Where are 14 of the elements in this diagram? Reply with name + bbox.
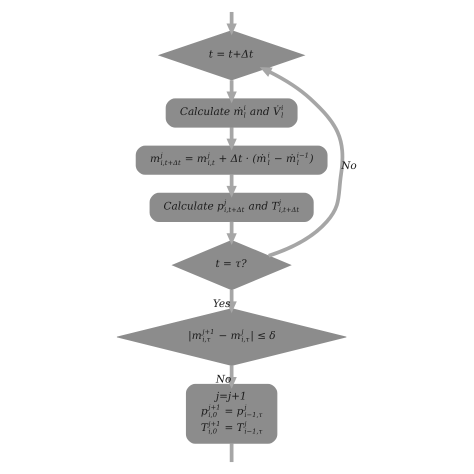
arrow	[226, 80, 237, 104]
arrow	[260, 67, 344, 258]
node-diamond: t = t+Δt	[158, 30, 306, 80]
arrow	[226, 366, 237, 389]
edge-label: No	[216, 374, 232, 386]
arrow	[226, 174, 237, 198]
edge-label: No	[341, 160, 357, 172]
connector	[230, 444, 234, 462]
arrow	[226, 127, 237, 150]
arrow	[226, 12, 237, 36]
arrow	[226, 290, 237, 314]
node-diamond: t = τ?	[171, 240, 292, 290]
arrow	[226, 222, 237, 246]
edge-label: Yes	[212, 298, 230, 310]
